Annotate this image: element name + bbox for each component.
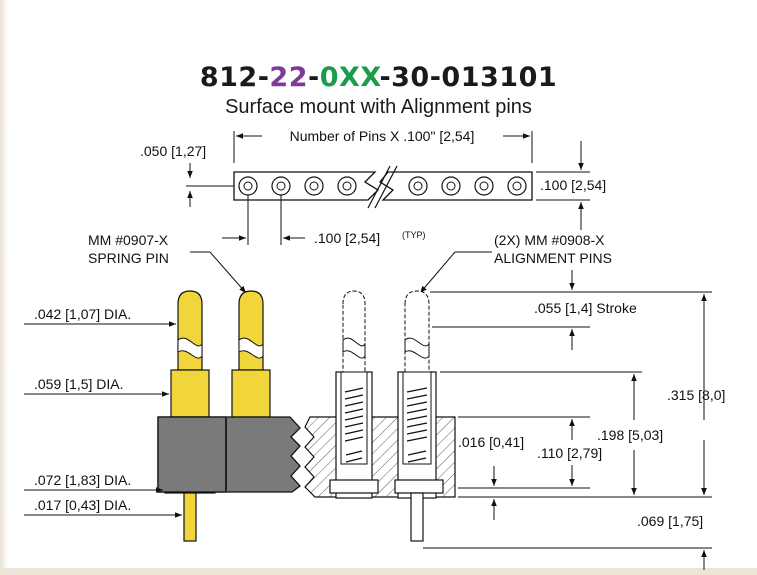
part-sep: - — [308, 62, 320, 93]
d016-label: .016 [0,41] — [458, 434, 524, 450]
top-view: Number of Pins X .100" [2,54] .050 [1,27… — [140, 128, 606, 246]
part-suffix: -30-013101 — [379, 62, 558, 93]
tip-diameter-label: .042 [1,07] DIA. — [34, 306, 131, 322]
part-variant: 22 — [269, 62, 308, 93]
barrel-diameter-label: .059 [1,5] DIA. — [34, 376, 124, 392]
right-dimensions: .055 [1,4] Stroke .315 [8,0] .198 [5,03]… — [423, 270, 725, 570]
sheet-left-edge — [0, 0, 8, 575]
strip-height-label: .100 [2,54] — [540, 177, 606, 193]
sheet-bottom-edge — [0, 568, 757, 575]
part-prefix: 812- — [199, 62, 270, 93]
stroke-label: .055 [1,4] Stroke — [534, 300, 637, 316]
spring-pin-callout-2: SPRING PIN — [88, 250, 169, 266]
part-pins: 0XX — [319, 62, 380, 93]
alignment-pin-section-view — [304, 290, 456, 542]
d110-label: .110 [2,79] — [537, 445, 602, 461]
pin-spacing-label: .100 [2,54] — [314, 230, 380, 246]
spring-pin-callout-1: MM #0907-X — [88, 232, 169, 248]
spring-pin-side-view — [157, 290, 301, 542]
d069-label: .069 [1,75] — [637, 513, 703, 529]
strip-holes — [238, 176, 527, 196]
tail-diameter-label: .017 [0,43] DIA. — [34, 497, 131, 513]
pitch-label: Number of Pins X .100" [2,54] — [290, 128, 475, 144]
overall-height-label: .315 [8,0] — [667, 387, 725, 403]
edge-offset-label: .050 [1,27] — [140, 143, 206, 159]
alignment-pin-callout-1: (2X) MM #0908-X — [494, 232, 605, 248]
subtitle: Surface mount with Alignment pins — [225, 96, 532, 118]
alignment-pin-callout-2: ALIGNMENT PINS — [494, 250, 612, 266]
pin-spacing-typ: (TYP) — [402, 230, 426, 240]
body-height-label: .198 [5,03] — [597, 427, 663, 443]
shoulder-diameter-label: .072 [1,83] DIA. — [34, 472, 131, 488]
part-number-title: 812-22-0XX-30-013101 — [0, 62, 757, 93]
